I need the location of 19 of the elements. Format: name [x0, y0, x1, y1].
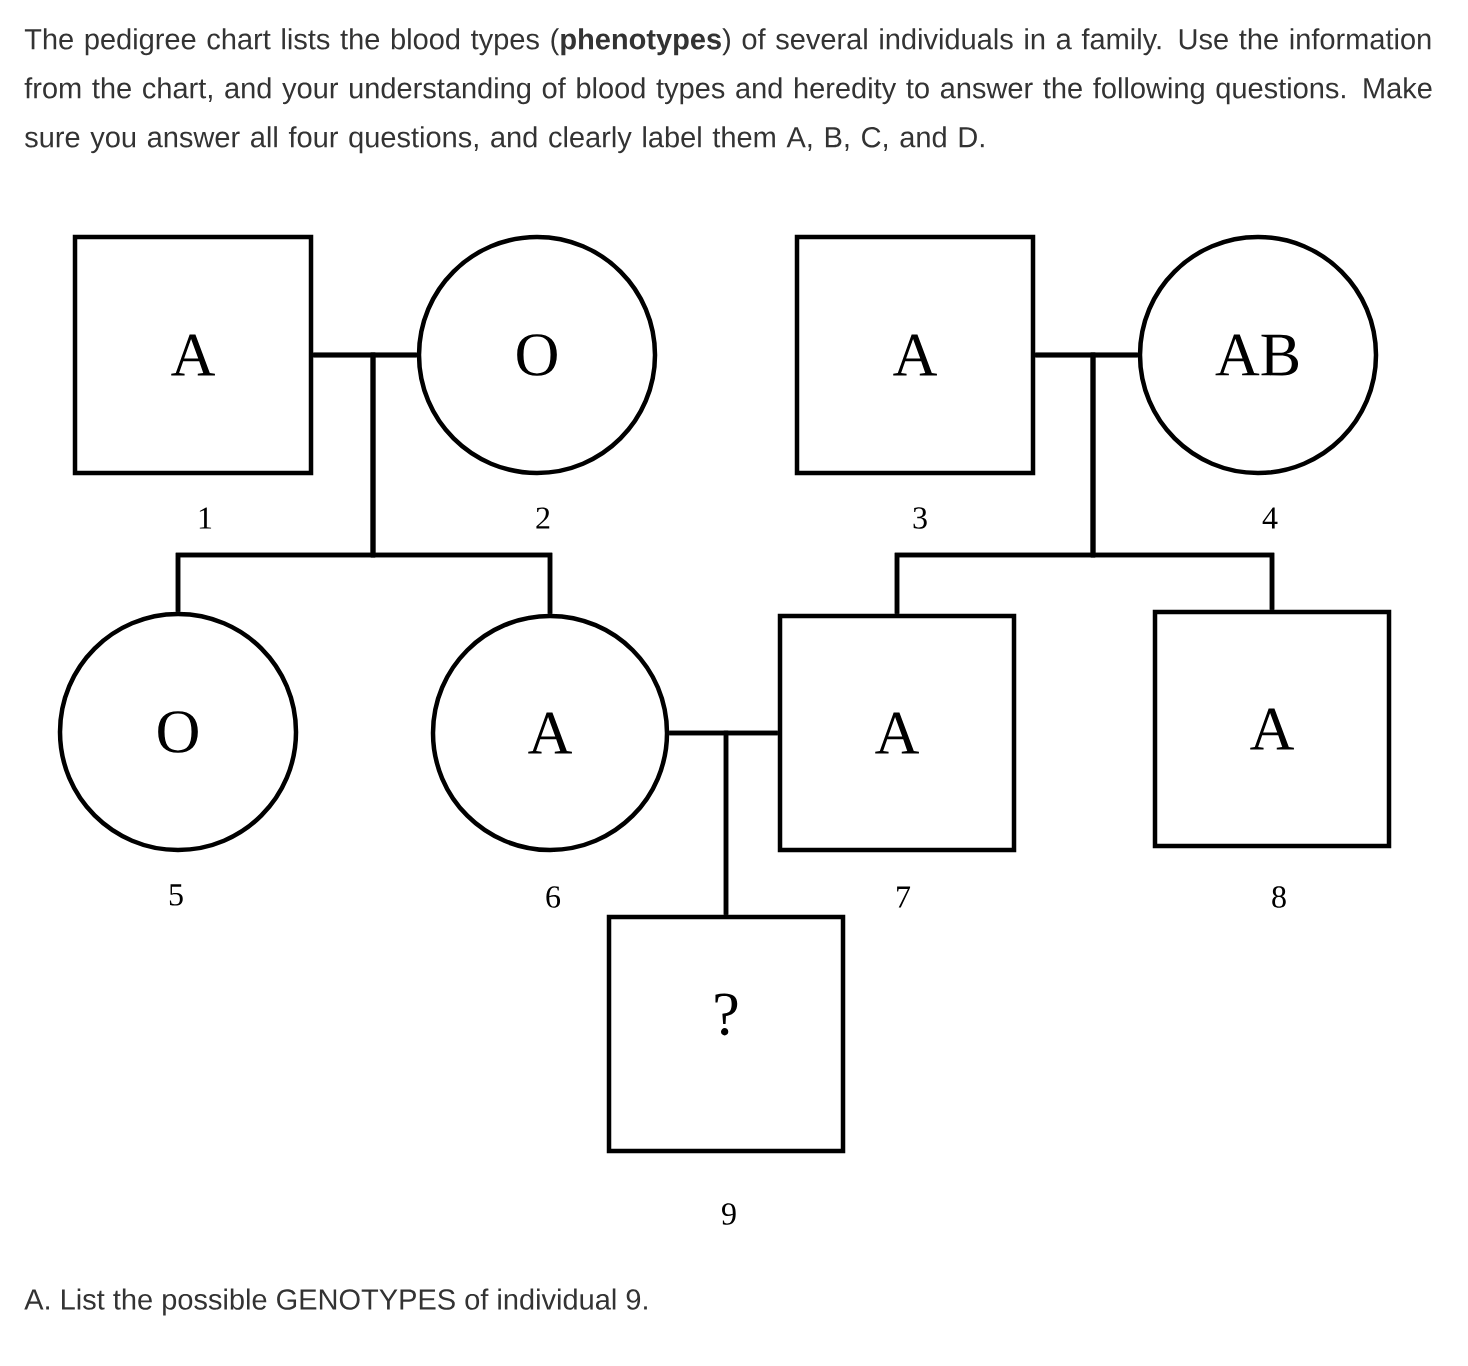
pedigree-line [723, 730, 778, 915]
individual-number: 7 [897, 886, 911, 908]
pedigree-line [1090, 352, 1275, 610]
individual-number: 4 [1262, 507, 1278, 529]
individual-number: 3 [913, 507, 927, 529]
male-square: A [72, 234, 314, 476]
pedigree-line [370, 352, 553, 614]
individual-number: 9 [722, 1203, 736, 1225]
question-text: The pedigree chart lists the blood types (phenotypes) of several individuals in a family. Use the information from the chart, and your understanding of blood types and heredity to answer the following questions. Make sure you answer all four questions, and clearly label them A, B, C, and D. [24, 28, 1432, 154]
individual-number: 8 [1272, 886, 1286, 908]
individual-number: 2 [536, 507, 550, 529]
question-text: A. List the possible GENOTYPES of individual 9. [24, 1288, 647, 1316]
male-square: ? [606, 914, 846, 1154]
individual-number: 6 [546, 886, 561, 908]
male-square: A [777, 613, 1017, 853]
individual-number: 1 [199, 507, 212, 529]
male-square: A [794, 234, 1036, 476]
male-square: A [1152, 609, 1392, 849]
individual-number: 5 [169, 884, 183, 906]
